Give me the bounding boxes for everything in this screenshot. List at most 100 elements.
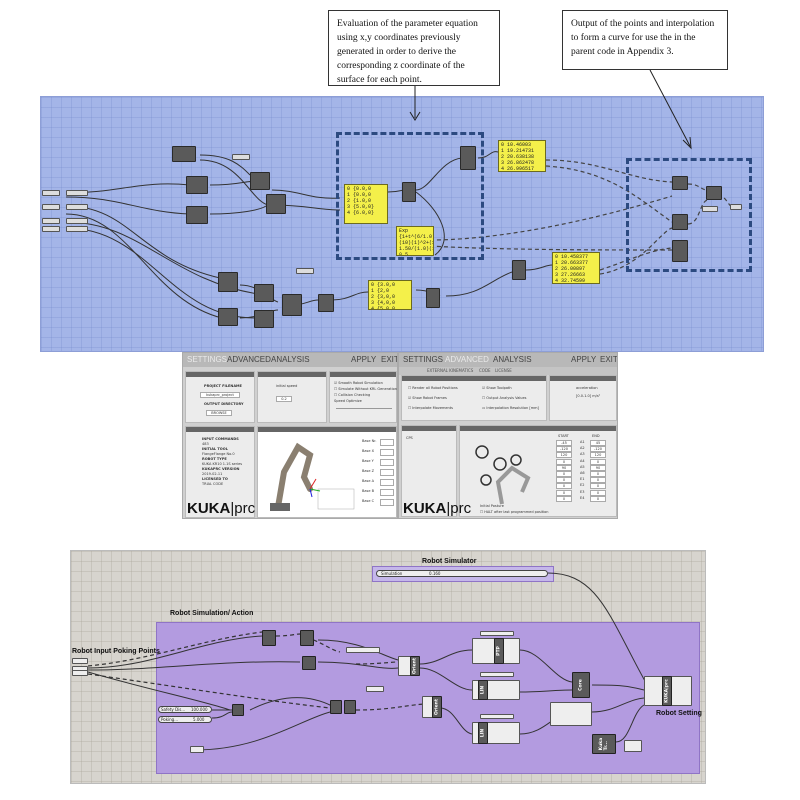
component-node[interactable] [318,294,334,312]
component-node[interactable] [250,172,270,190]
project-filename-field[interactable]: kukaprc_project [200,392,240,398]
subtab-code[interactable]: CODE [479,368,491,373]
component-node[interactable] [254,310,274,328]
component-param[interactable] [480,714,514,719]
simulation-slider[interactable]: Simulation 0.160 [376,570,548,577]
core-node[interactable]: Core [572,672,590,698]
component-node[interactable] [254,284,274,302]
joint-value-field[interactable]: 0 [590,483,606,490]
base-field-input[interactable] [380,449,394,456]
option-output-analysis[interactable]: ☐ Output Analysis Values [482,396,527,400]
subtab-external-kinematics[interactable]: EXTERNAL KINEMATICS [427,368,474,373]
component-node[interactable] [672,240,688,262]
exit-button[interactable]: EXIT [381,355,398,364]
apply-button[interactable]: APPLY [571,355,597,364]
component-node[interactable] [672,176,688,190]
base-field-input[interactable] [380,499,394,506]
component-node[interactable] [706,186,722,200]
component-node[interactable] [262,630,276,646]
component-node[interactable] [512,260,526,280]
component-node[interactable] [266,194,286,214]
param-input[interactable] [702,206,718,212]
joint-value-field[interactable]: 0 [590,471,606,477]
halt-option[interactable]: ☐ HALT after last programmed position [480,510,549,514]
component-node[interactable] [218,272,238,292]
component-node[interactable] [330,700,342,714]
tab-settings[interactable]: SETTINGS [403,355,444,364]
input-param[interactable] [72,658,88,664]
component-node[interactable] [282,294,302,316]
base-field-input[interactable] [380,469,394,476]
option-show-frames[interactable]: ☑ Show Robot Frames [408,396,447,400]
apply-button[interactable]: APPLY [351,355,377,364]
component-node[interactable] [672,214,688,230]
poking-slider[interactable]: Poking... 5.000 [158,716,212,723]
param-input[interactable] [730,204,742,210]
exit-button[interactable]: EXIT [600,355,618,364]
component-param[interactable] [480,672,514,677]
joint-value-field[interactable]: 90 [556,464,572,471]
joint-value-field[interactable]: 120 [556,452,572,459]
orient-node[interactable]: Orient [432,696,442,718]
base-field-input[interactable] [380,459,394,466]
component-node[interactable] [302,656,316,670]
component-param[interactable] [480,631,514,636]
safety-distance-slider[interactable]: Safety Dis... 100.000 [158,706,212,713]
base-field-input[interactable] [380,439,394,446]
tool-node[interactable] [550,702,592,726]
component-node[interactable] [186,176,208,194]
component-param[interactable] [346,647,380,653]
param-input[interactable] [42,204,60,210]
joint-value-field[interactable]: 0 [556,495,572,502]
param-input[interactable] [42,218,60,224]
base-field-input[interactable] [380,489,394,496]
component-param[interactable] [190,746,204,753]
kuka-prc-core-label[interactable]: KUKA|prc [662,676,672,706]
tab-analysis[interactable]: ANALYSIS [271,355,310,364]
acceleration-field[interactable]: [0.0-1.0] m/s² [576,394,601,398]
joint-value-field[interactable]: 0 [590,489,606,496]
orient-node[interactable]: Orient [410,656,420,676]
component-node[interactable] [426,288,440,308]
component-node[interactable] [218,308,238,326]
lin-node-core[interactable]: LIN [478,722,488,744]
param-input[interactable] [66,190,88,196]
tab-analysis[interactable]: ANALYSIS [493,355,532,364]
component-param[interactable] [366,686,384,692]
joint-value-field[interactable]: 0 [590,477,606,484]
component-node[interactable] [460,146,476,170]
sim-option-3[interactable]: ☐ Collision Checking [334,393,371,397]
component-node[interactable] [402,182,416,202]
tab-advanced[interactable]: ADVANCED [445,355,489,364]
joint-value-field[interactable]: 90 [590,464,606,471]
joint-value-field[interactable]: -120 [590,446,606,453]
input-param[interactable] [72,670,88,676]
param-input[interactable] [66,218,88,224]
joint-value-field[interactable]: 0 [556,458,572,465]
component-node[interactable] [232,704,244,716]
joint-value-field[interactable]: 0 [556,489,572,496]
param-input[interactable] [42,190,60,196]
joint-value-field[interactable]: 0 [556,477,572,484]
sim-option-2[interactable]: ☐ Simulate Without KRL Generation [334,387,397,391]
speed-options-slider[interactable] [336,408,392,409]
joint-value-field[interactable]: 0 [590,458,606,465]
joint-value-field[interactable]: 45 [590,440,606,446]
tab-advanced[interactable]: ADVANCED [227,355,271,364]
option-interp-resolution[interactable]: ▭ Interpolation Resolution [mm] [482,406,539,410]
component-param[interactable] [624,740,642,752]
joint-value-field[interactable]: -120 [556,446,572,453]
subtab-license[interactable]: LICENSE [495,368,512,373]
option-show-toolpath[interactable]: ☑ Show Toolpath [482,386,512,390]
component-node[interactable] [186,206,208,224]
browse-button[interactable]: BROWSE [206,410,232,416]
joint-value-field[interactable]: 0 [556,471,572,477]
param-input[interactable] [66,226,88,232]
joint-value-field[interactable]: 120 [590,452,606,459]
param-input[interactable] [66,204,88,210]
param-input[interactable] [296,268,314,274]
component-node[interactable] [300,630,314,646]
param-input[interactable] [232,154,250,160]
tab-settings[interactable]: SETTINGS [187,355,228,364]
